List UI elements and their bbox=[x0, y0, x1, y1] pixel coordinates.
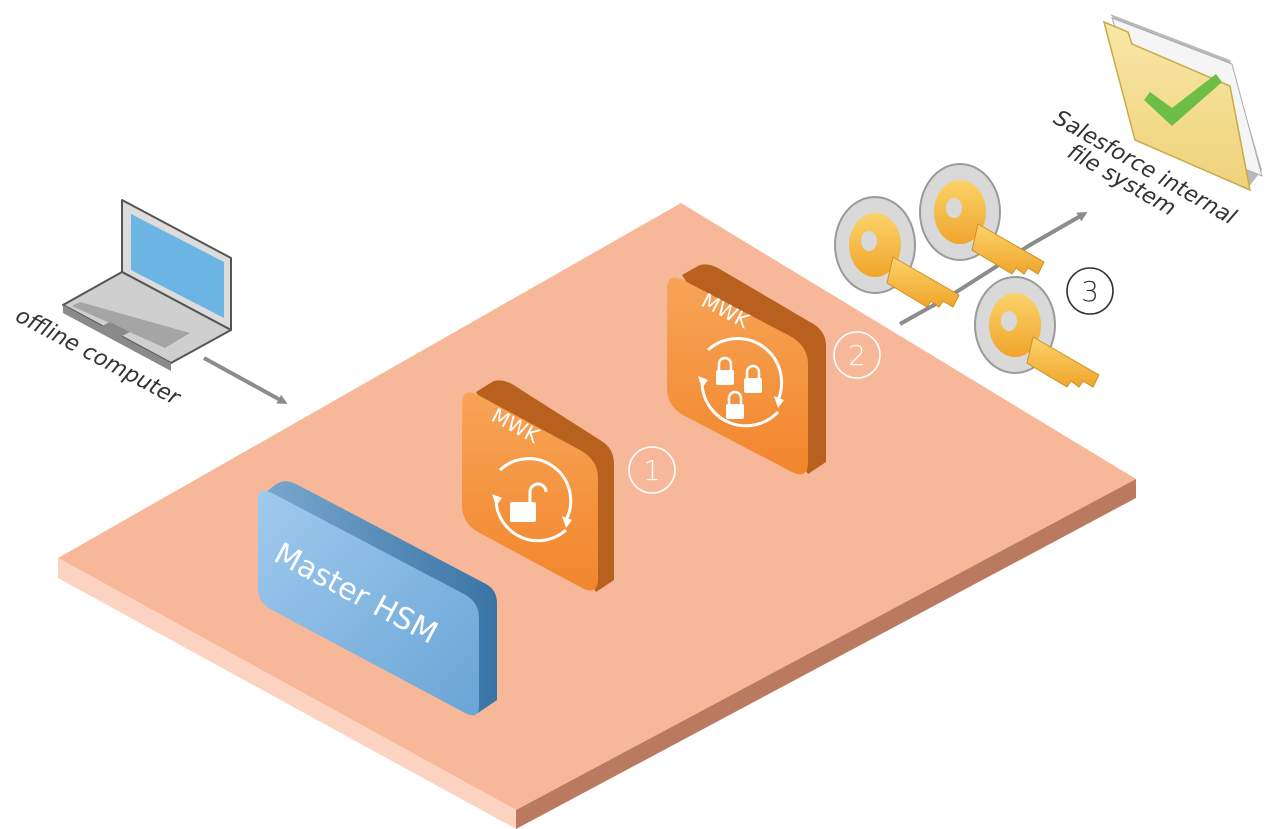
step-3-number: 3 bbox=[1081, 275, 1099, 308]
step-2-marker: 2 bbox=[833, 331, 881, 379]
arrow-laptop-to-platform bbox=[203, 356, 288, 404]
mwk-box-1: MWK bbox=[462, 380, 614, 592]
rotate-arrows-icon bbox=[698, 337, 784, 428]
mwk-box-2: MWK bbox=[667, 264, 826, 475]
unlock-icon bbox=[510, 482, 548, 522]
step-3-marker: 3 bbox=[1066, 267, 1114, 315]
key-icon bbox=[834, 196, 960, 308]
step-2-number: 2 bbox=[848, 339, 866, 372]
lock-icon bbox=[716, 356, 762, 419]
folder-check-icon bbox=[1102, 14, 1263, 192]
platform-side-edge bbox=[516, 479, 1136, 829]
key-icon bbox=[919, 163, 1045, 275]
master-hsm-box: Master HSM bbox=[258, 481, 497, 716]
step-1-marker: 1 bbox=[628, 446, 676, 494]
step-1-number: 1 bbox=[643, 454, 661, 487]
laptop-icon bbox=[62, 199, 232, 371]
platform-front-edge bbox=[58, 558, 516, 829]
arrow-to-file-system bbox=[899, 212, 1088, 326]
rotate-arrows-icon bbox=[492, 457, 573, 543]
key-icon bbox=[974, 276, 1100, 388]
